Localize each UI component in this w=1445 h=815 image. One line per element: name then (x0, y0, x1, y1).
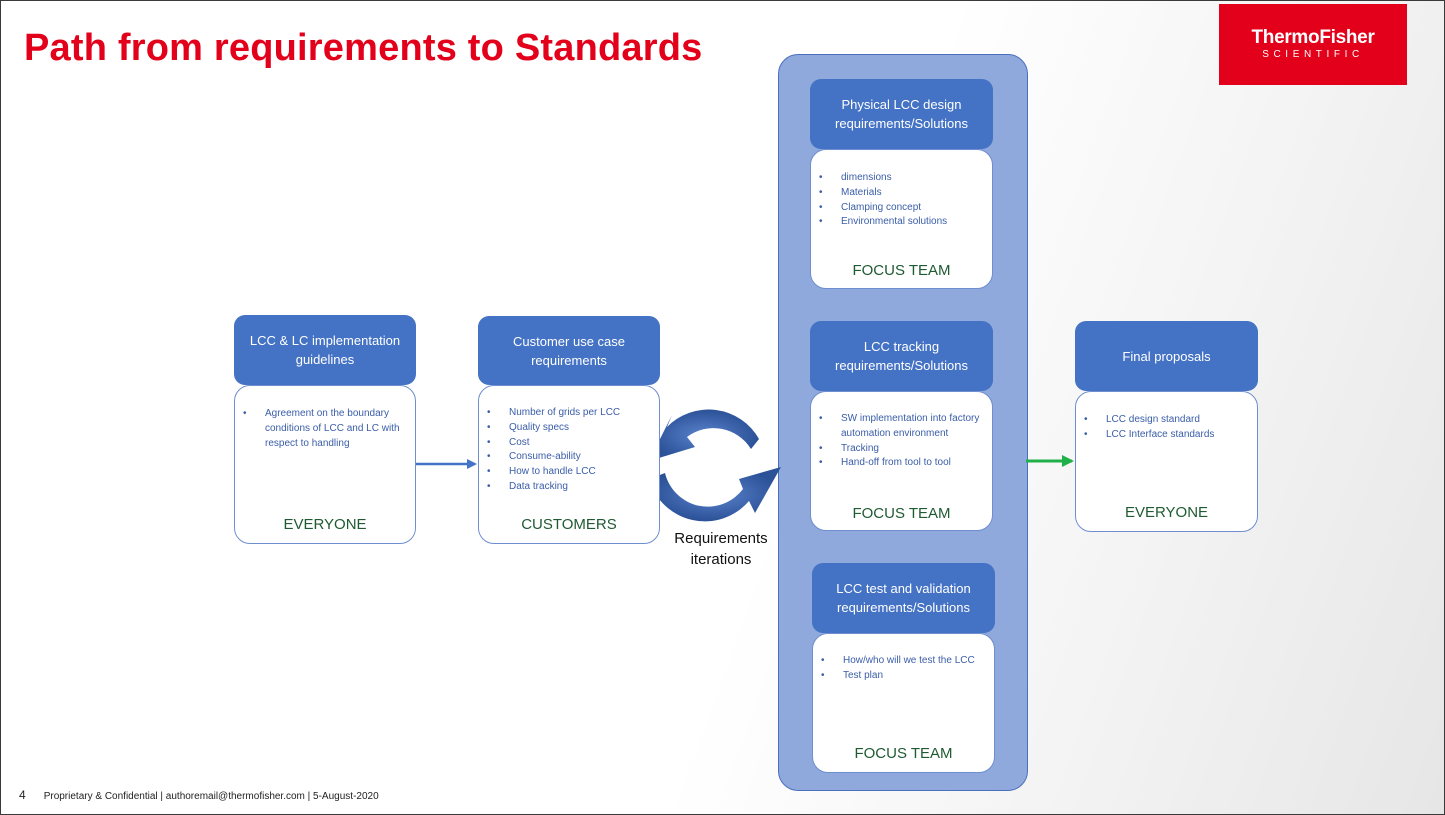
physical-design-card: dimensions Materials Clamping concept En… (810, 149, 993, 289)
tracking-header: LCC tracking requirements/Solutions (810, 321, 993, 391)
list-item: SW implementation into factory automatio… (815, 412, 989, 442)
list-item: dimensions (815, 171, 989, 186)
list-item: Environmental solutions (815, 215, 989, 230)
team-label: CUSTOMERS (521, 516, 617, 533)
logo-subtitle: SCIENTIFIC (1262, 49, 1364, 60)
footer: 4 Proprietary & Confidential | authoremai… (19, 788, 379, 802)
list-item: Data tracking (483, 480, 657, 495)
list-item: How to handle LCC (483, 465, 657, 480)
cycle-arrows-icon (649, 409, 781, 522)
logo-wordmark: ThermoFisher (1251, 27, 1375, 48)
testing-header: LCC test and validation requirements/Sol… (812, 563, 995, 633)
list-item: Materials (815, 186, 989, 201)
final-proposals-header: Final proposals (1075, 321, 1258, 391)
page-number: 4 (19, 788, 26, 802)
list-item: Clamping concept (815, 201, 989, 216)
list-item: Agreement on the boundary conditions of … (239, 407, 411, 451)
footer-text: Proprietary & Confidential | authoremail… (43, 791, 379, 802)
list-item: Cost (483, 436, 657, 451)
list-item: Consume-ability (483, 450, 657, 465)
guidelines-header: LCC & LC implementation guidelines (234, 315, 416, 385)
team-label: EVERYONE (1124, 504, 1209, 521)
customer-card: Number of grids per LCC Quality specs Co… (478, 385, 660, 544)
list-item: Tracking (815, 442, 989, 457)
list-item: How/who will we test the LCC (817, 654, 991, 669)
thermo-fisher-logo: ThermoFisher SCIENTIFIC (1219, 4, 1407, 85)
list-item: Quality specs (483, 421, 657, 436)
customer-header: Customer use case requirements (478, 316, 660, 385)
list-item: LCC design standard (1080, 413, 1254, 428)
list-item: Number of grids per LCC (483, 406, 657, 421)
physical-design-header: Physical LCC design requirements/Solutio… (810, 79, 993, 149)
team-label: EVERYONE (283, 516, 367, 533)
team-label: FOCUS TEAM (852, 505, 951, 522)
iterations-label: Requirements iterations (674, 530, 768, 568)
team-label: FOCUS TEAM (854, 745, 953, 762)
list-item: Hand-off from tool to tool (815, 456, 989, 471)
guidelines-card: Agreement on the boundary conditions of … (234, 385, 416, 544)
list-item: LCC Interface standards (1080, 428, 1254, 443)
tracking-card: SW implementation into factory automatio… (810, 391, 993, 531)
team-label: FOCUS TEAM (852, 262, 951, 279)
slide-title: Path from requirements to Standards (24, 27, 703, 69)
testing-card: How/who will we test the LCC Test plan F… (812, 633, 995, 773)
list-item: Test plan (817, 669, 991, 684)
final-proposals-card: LCC design standard LCC Interface standa… (1075, 391, 1258, 532)
